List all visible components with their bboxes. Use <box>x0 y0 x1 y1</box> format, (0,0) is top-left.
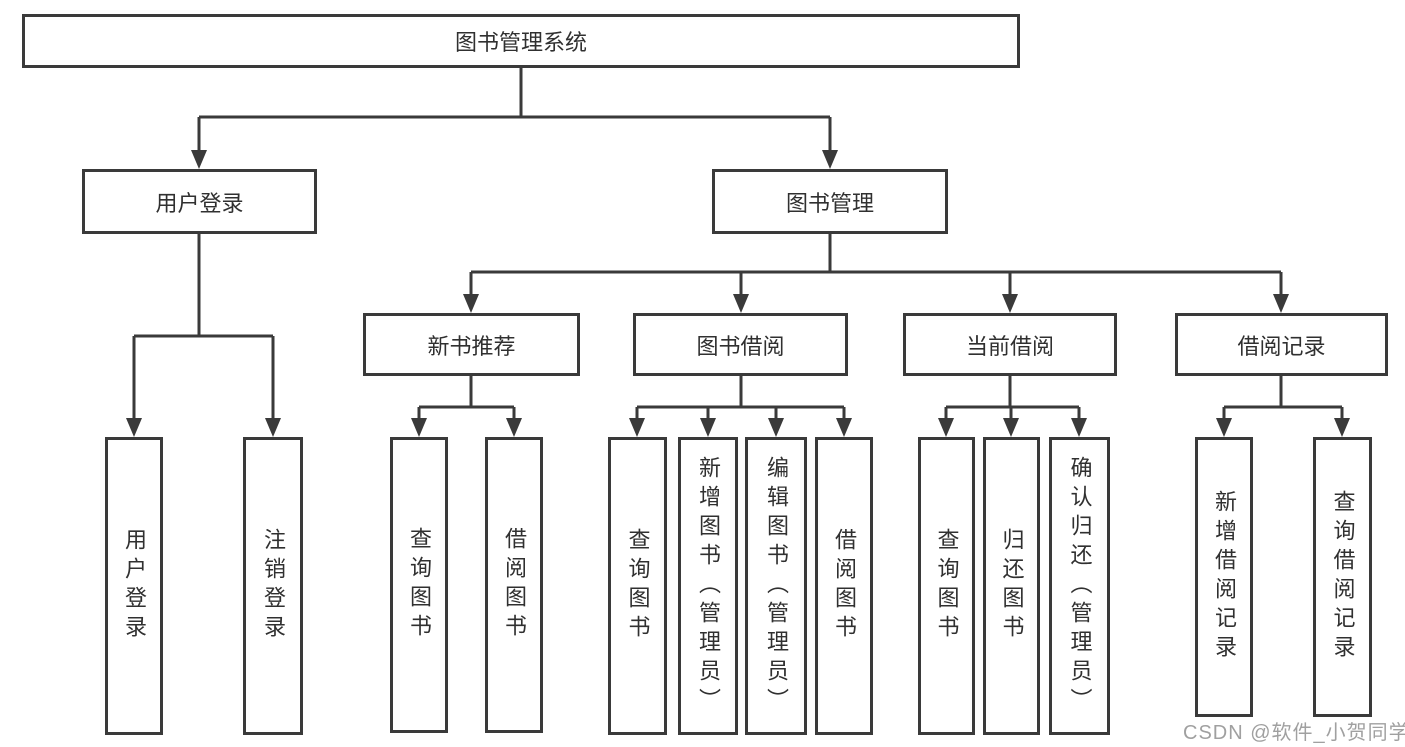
node-book-management: 图书管理 <box>712 169 948 234</box>
node-label: 编辑图书（管理员） <box>764 455 789 717</box>
node-label: 查询图书 <box>407 527 432 643</box>
node-label: 当前借阅 <box>965 333 1054 359</box>
leaf-add-books-admin: 新增图书（管理员） <box>678 437 738 735</box>
node-label: 新增借阅记录 <box>1212 490 1237 664</box>
node-label: 新增图书（管理员） <box>696 455 721 717</box>
leaf-borrow-books: 借阅图书 <box>815 437 873 735</box>
leaf-user-login: 用户登录 <box>105 437 163 735</box>
node-label: 新书推荐 <box>427 333 516 359</box>
node-label: 图书管理系统 <box>454 30 587 55</box>
node-label: 图书借阅 <box>696 333 785 359</box>
leaf-logout: 注销登录 <box>243 437 303 735</box>
node-label: 查询借阅记录 <box>1330 490 1356 664</box>
leaf-confirm-return-admin: 确认归还（管理员） <box>1049 437 1110 735</box>
node-label: 借阅图书 <box>832 528 857 644</box>
leaf-return-books: 归还图书 <box>983 437 1040 735</box>
node-label: 用户登录 <box>155 190 244 216</box>
node-user-login: 用户登录 <box>82 169 317 234</box>
node-book-borrow: 图书借阅 <box>633 313 848 376</box>
leaf-edit-books-admin: 编辑图书（管理员） <box>745 437 807 735</box>
leaf-query-books-current: 查询图书 <box>918 437 975 735</box>
node-label: 用户登录 <box>122 528 147 644</box>
node-book-system: 图书管理系统 <box>22 14 1020 68</box>
node-label: 借阅记录 <box>1237 333 1326 359</box>
node-new-book-recommend: 新书推荐 <box>363 313 580 376</box>
node-current-borrow: 当前借阅 <box>903 313 1117 376</box>
node-label: 查询图书 <box>625 528 651 644</box>
node-label: 借阅图书 <box>502 527 527 643</box>
csdn-watermark: CSDN @软件_小贺同学 <box>1183 722 1405 744</box>
leaf-query-borrow-record: 查询借阅记录 <box>1313 437 1372 717</box>
leaf-query-books-borrow: 查询图书 <box>608 437 667 735</box>
leaf-add-borrow-record: 新增借阅记录 <box>1195 437 1253 717</box>
node-label: 归还图书 <box>999 528 1025 644</box>
node-label: 确认归还（管理员） <box>1067 455 1093 717</box>
leaf-borrow-books-recommend: 借阅图书 <box>485 437 543 733</box>
node-borrow-records: 借阅记录 <box>1175 313 1388 376</box>
node-label: 注销登录 <box>261 528 286 644</box>
node-label: 查询图书 <box>934 528 960 644</box>
node-label: 图书管理 <box>785 190 874 216</box>
leaf-query-books-recommend: 查询图书 <box>390 437 448 733</box>
